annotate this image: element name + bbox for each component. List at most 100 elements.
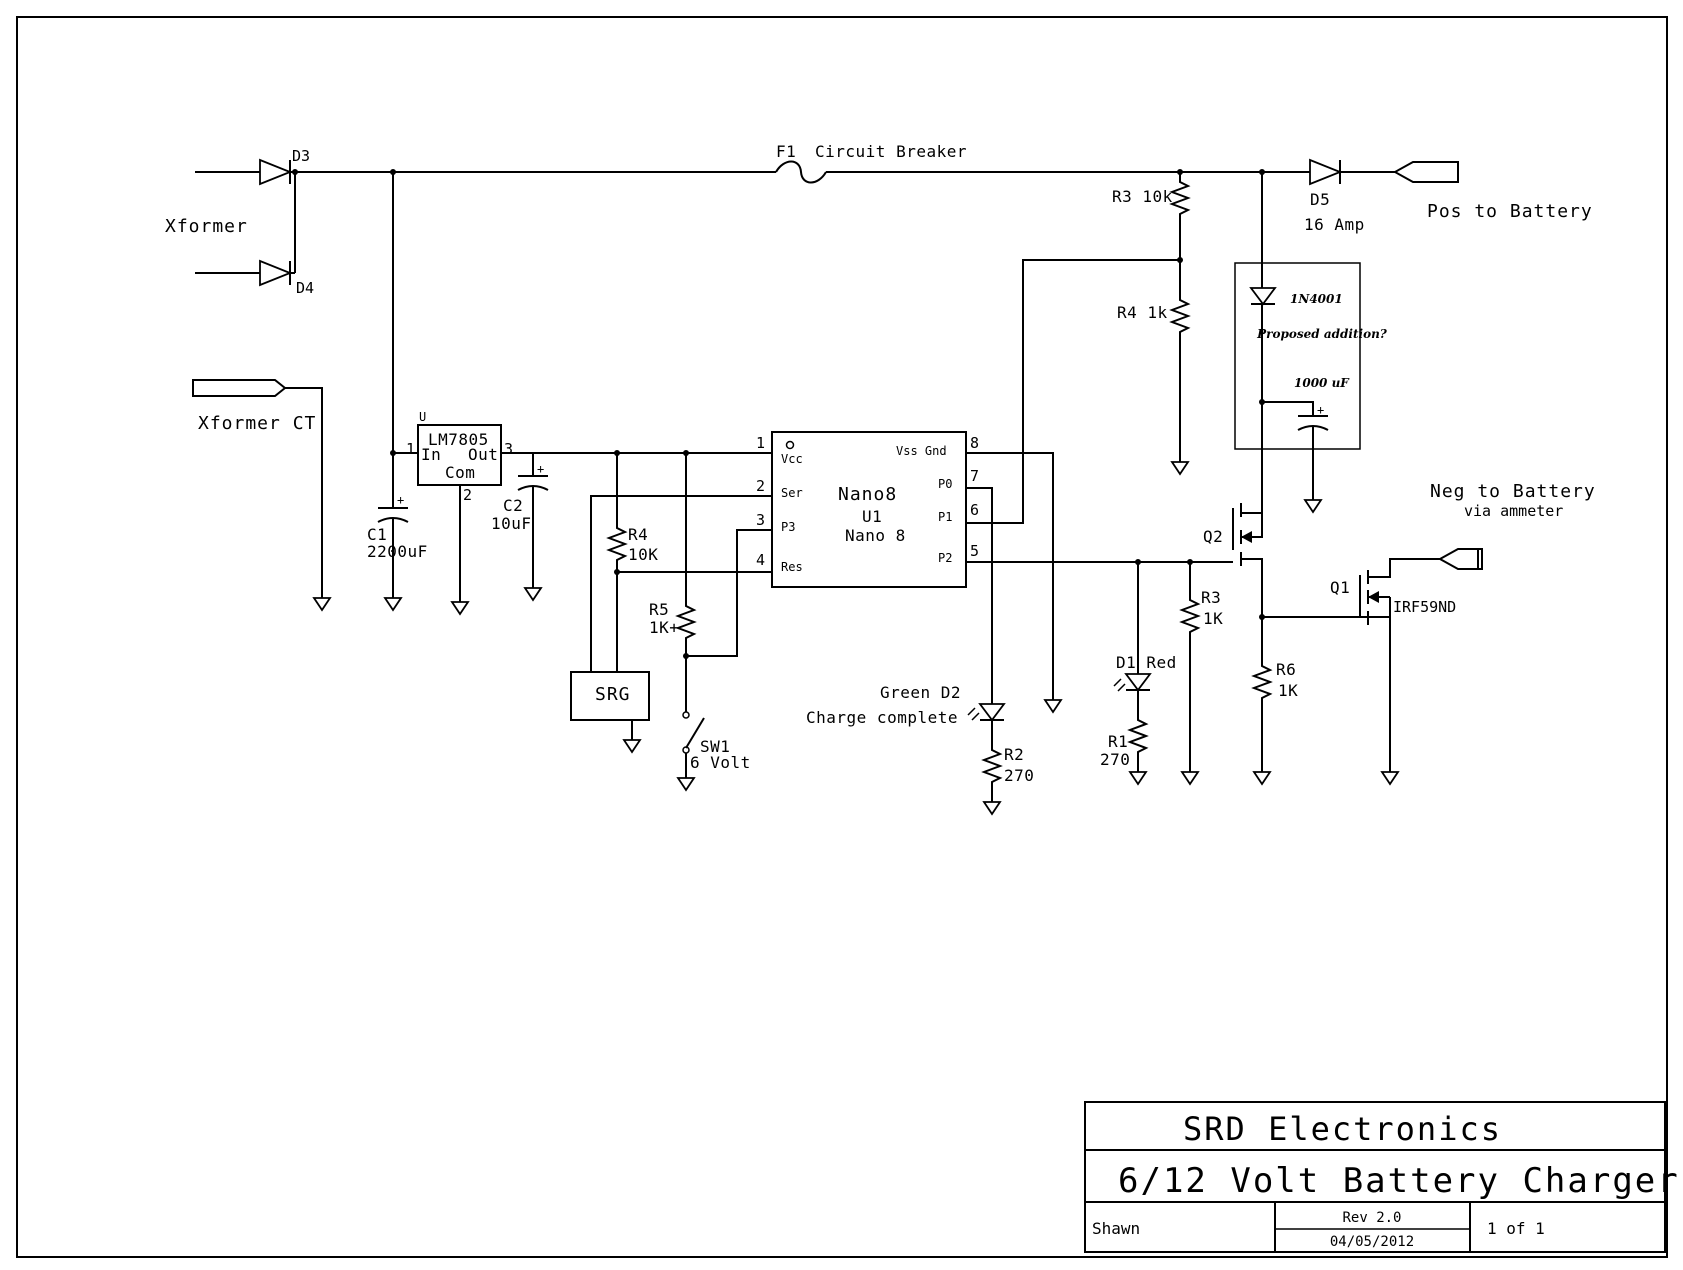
date: 04/05/2012 <box>1330 1234 1414 1250</box>
r3-top-label: R3 10k <box>1112 187 1173 206</box>
r4-val: 10K <box>628 545 658 564</box>
junction-dots <box>292 169 1265 659</box>
divider-wire <box>966 259 1180 524</box>
mcu-num6: 6 <box>970 501 979 519</box>
proposed-addition-label: Proposed addition? <box>1256 327 1388 341</box>
r5-val: 1K+ <box>649 618 679 637</box>
mcu-pin-res: Res <box>781 560 803 574</box>
resistor-r4-top <box>1169 260 1191 462</box>
capacitor-1000uf: + <box>1262 401 1329 500</box>
c1-val: 2200uF <box>367 542 428 561</box>
ground-symbol <box>623 739 641 753</box>
capacitor-c1: + <box>377 453 409 598</box>
diode-1n4001 <box>1249 287 1277 306</box>
r4-ref: R4 <box>628 525 648 544</box>
r2-val: 270 <box>1004 766 1034 785</box>
led-green-d2 <box>966 487 1006 802</box>
f1-desc: Circuit Breaker <box>815 142 967 161</box>
r4-top-label: R4 1k <box>1117 303 1168 322</box>
charge-complete-label: Charge complete <box>806 708 958 727</box>
resistor-r5 <box>675 453 772 712</box>
r1-val: 270 <box>1100 750 1130 769</box>
reg-pin1: 1 <box>406 440 415 458</box>
c1-ref: C1 <box>367 525 387 544</box>
drawing-title: 6/12 Volt Battery Charger <box>1118 1161 1680 1201</box>
d4-label: D4 <box>296 279 314 297</box>
diode-1n4001-label: 1N4001 <box>1290 292 1343 306</box>
resistor-r6 <box>1251 617 1273 772</box>
ground-symbol <box>524 587 542 601</box>
mcu-num3: 3 <box>756 511 765 529</box>
capacitor-c2: + <box>517 453 549 588</box>
diode-d4 <box>259 259 293 287</box>
r1-ref: R1 <box>1108 732 1128 751</box>
mcu-num4: 4 <box>756 551 765 569</box>
ground-symbol <box>384 597 402 611</box>
regulator-lm7805 <box>417 424 502 602</box>
neg-battery-connector <box>1437 548 1483 570</box>
proposed-addition-box <box>1234 262 1361 450</box>
mcu-num2: 2 <box>756 477 765 495</box>
mcu-pin-vcc: Vcc <box>781 452 803 466</box>
company-name: SRD Electronics <box>1183 1110 1502 1148</box>
ground-symbol <box>451 601 469 615</box>
r6-ref: R6 <box>1276 660 1296 679</box>
diode-d5 <box>1309 158 1343 186</box>
mcu-pin-p0: P0 <box>938 477 952 491</box>
ground-symbol <box>1171 461 1189 475</box>
r6-val: 1K <box>1278 681 1298 700</box>
reg-pin3: 3 <box>504 440 513 458</box>
sheet-border <box>16 16 1668 1258</box>
d5-label: D5 <box>1310 190 1330 209</box>
reg-pin2: 2 <box>463 486 472 504</box>
diode-d3 <box>259 158 293 186</box>
mcu-nano8 <box>771 431 1054 700</box>
q1-label: Q1 <box>1330 578 1350 597</box>
cap-1000uf-label: 1000 uF <box>1294 376 1350 390</box>
u-ref: U <box>419 410 426 424</box>
d1-label: D1 Red <box>1116 653 1177 672</box>
svg-text:+: + <box>537 462 544 476</box>
sw1-ref: SW1 <box>700 737 730 756</box>
green-d2-label: Green D2 <box>880 683 961 702</box>
ground-symbol <box>1129 771 1147 785</box>
mcu-pin-vss: Vss Gnd <box>896 444 947 458</box>
ground-symbol <box>677 777 695 791</box>
r5-ref: R5 <box>649 600 669 619</box>
c2-val: 10uF <box>491 514 532 533</box>
ground-symbol <box>1381 771 1399 785</box>
ground-symbol <box>983 801 1001 815</box>
xformer-label: Xformer <box>165 216 248 237</box>
mcu-num8: 8 <box>970 434 979 452</box>
d5-rating: 16 Amp <box>1304 215 1365 234</box>
regulator-input-wire <box>392 172 418 454</box>
xformer-ct-connector <box>192 379 323 598</box>
svg-text:+: + <box>397 493 404 507</box>
mcu-name: Nano8 <box>838 484 897 505</box>
xformer-ct-label: Xformer CT <box>198 413 316 434</box>
resistor-r3-top <box>1169 172 1191 260</box>
reg-com: Com <box>445 463 475 482</box>
ser-wire <box>590 495 772 672</box>
q1-part-label: IRF59ND <box>1393 598 1456 616</box>
reg-in: In <box>421 445 441 464</box>
mcu-pin-p2: P2 <box>938 551 952 565</box>
mcu-pin-p1: P1 <box>938 510 952 524</box>
ground-symbol <box>313 597 331 611</box>
svg-text:+: + <box>1317 403 1324 417</box>
reg-name: LM7805 <box>428 430 489 449</box>
r3-val: 1K <box>1203 609 1223 628</box>
ground-symbol <box>1181 771 1199 785</box>
sheet-number: 1 of 1 <box>1487 1219 1545 1238</box>
mcu-ref: U1 <box>862 507 882 526</box>
author-name: Shawn <box>1092 1219 1140 1238</box>
d3-label: D3 <box>292 147 310 165</box>
resistor-r4 <box>606 453 772 672</box>
mcu-part: Nano 8 <box>845 526 906 545</box>
r3-ref: R3 <box>1201 588 1221 607</box>
title-block <box>1084 1101 1666 1253</box>
ground-symbol <box>1044 699 1062 713</box>
srg-box <box>570 671 650 740</box>
switch-sw1 <box>682 711 705 778</box>
